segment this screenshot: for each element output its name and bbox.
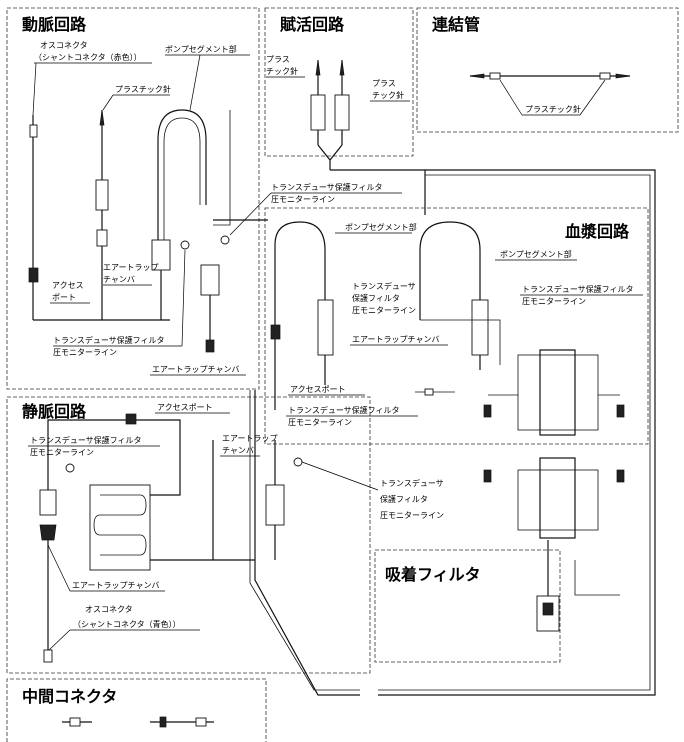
middle-boundary <box>6 678 267 742</box>
label-male-red-1: オスコネクタ <box>40 41 88 50</box>
activation-boundary <box>264 7 414 157</box>
label-male-blue-2: （シャントコネクタ（青色）） <box>73 619 181 629</box>
plasma-separator <box>517 354 599 431</box>
label-air-trap-chamber-plasma: エアートラップチャンバ <box>352 335 439 344</box>
label-access-arterial-2: ポート <box>52 293 76 302</box>
label-plastic-act-a2: チック針 <box>266 66 298 76</box>
arterial-air-trap-2 <box>200 264 220 296</box>
section-titles: 動脈回路 賦活回路 連結管 血漿回路 静脈回路 吸着フィルタ 中間コネクタ <box>22 15 630 706</box>
venous-title: 静脈回路 <box>22 402 87 421</box>
activation-title: 賦活回路 <box>279 15 345 34</box>
label-transducer-venous-1: トランスデューサ <box>380 478 444 488</box>
label-transducer-arterial: トランスデューサ保護フィルタ <box>271 182 383 192</box>
label-air-trap-venous-2: チャンバ <box>222 446 254 455</box>
label-male-blue-1: オスコネクタ <box>85 605 133 614</box>
plasma-boundary <box>264 207 649 445</box>
connection-boundary <box>416 7 679 133</box>
arterial-pump-segment <box>157 109 207 240</box>
label-air-trap-chamber-arterial: エアートラップチャンバ <box>152 365 239 374</box>
middle-title: 中間コネクタ <box>22 687 117 706</box>
label-plastic-act-b1: プラス <box>372 79 396 88</box>
arterial-circuit <box>28 109 231 353</box>
label-air-trap-arterial-2: チャンバ <box>103 275 135 284</box>
label-access-arterial-1: アクセス <box>52 281 84 290</box>
arterial-access-port <box>28 267 39 283</box>
label-pressure-venous: 圧モニターライン <box>30 448 94 457</box>
label-pressure-venous-2: 圧モニターライン <box>380 511 444 520</box>
label-pressure-arterial-2: 圧モニターライン <box>53 348 117 357</box>
label-pressure-plasma-1: 圧モニターライン <box>352 306 416 315</box>
label-plastic-needle-arterial: プラスチック針 <box>115 84 171 94</box>
label-transducer-arterial-2: トランスデューサ保護フィルタ <box>53 335 165 345</box>
middle-connectors <box>62 716 214 728</box>
label-transducer-plasma-3: トランスデューサ保護フィルタ <box>288 405 400 415</box>
label-pressure-plasma-2: 圧モニターライン <box>522 297 586 306</box>
label-pump-segment-arterial: ポンプセグメント部 <box>165 44 237 54</box>
arterial-title: 動脈回路 <box>22 15 87 34</box>
labels: オスコネクタ （シャントコネクタ（赤色）） ポンプセグメント部 プラスチック針 … <box>28 41 643 651</box>
venous-boundary <box>6 396 371 674</box>
label-air-trap-chamber-venous: エアートラップチャンバ <box>72 581 159 590</box>
label-plastic-needle-connection: プラスチック針 <box>525 104 581 114</box>
label-transducer-plasma-1b: 保護フィルタ <box>352 293 400 303</box>
connection-tube <box>469 72 631 80</box>
label-pressure-plasma-3: 圧モニターライン <box>288 418 352 427</box>
label-access-port-venous: アクセスポート <box>157 403 213 412</box>
label-plastic-act-a1: プラス <box>266 55 290 64</box>
arterial-needle-body <box>95 179 109 211</box>
label-pump-segment-plasma-2: ポンプセグメント部 <box>500 249 572 259</box>
section-boundaries <box>6 7 679 742</box>
adsorption-filter <box>483 457 625 632</box>
arterial-boundary <box>6 7 260 390</box>
label-plastic-act-b2: チック針 <box>372 90 404 100</box>
adsorption-boundary <box>374 549 561 663</box>
label-access-port-plasma: アクセスポート <box>290 385 346 394</box>
plasma-title: 血漿回路 <box>565 222 630 241</box>
venous-air-trap-upper <box>39 489 57 516</box>
label-pressure-arterial: 圧モニターライン <box>271 195 335 204</box>
label-air-trap-venous-1: エアートラップ <box>222 434 278 443</box>
venous-circuit <box>39 413 303 663</box>
label-air-trap-arterial-1: エアートラップ <box>103 263 159 272</box>
red-connector <box>29 124 38 138</box>
plasma-access-port <box>270 324 281 340</box>
connection-title: 連結管 <box>432 15 480 34</box>
main-tubing <box>213 144 656 696</box>
label-transducer-plasma-2: トランスデューサ保護フィルタ <box>522 284 634 294</box>
label-male-red-2: （シャントコネクタ（赤色）） <box>34 52 142 62</box>
venous-access-port <box>125 413 137 425</box>
activation-circuit <box>310 59 350 145</box>
adsorption-title: 吸着フィルタ <box>385 565 481 584</box>
venous-air-trap <box>39 524 57 541</box>
venous-coil <box>89 484 151 571</box>
plasma-circuit <box>270 221 625 436</box>
label-transducer-venous-2: 保護フィルタ <box>380 494 428 504</box>
label-transducer-venous: トランスデューサ保護フィルタ <box>30 435 142 445</box>
label-pump-segment-plasma-1: ポンプセグメント部 <box>345 222 417 232</box>
label-transducer-plasma-1a: トランスデューサ <box>352 281 416 291</box>
